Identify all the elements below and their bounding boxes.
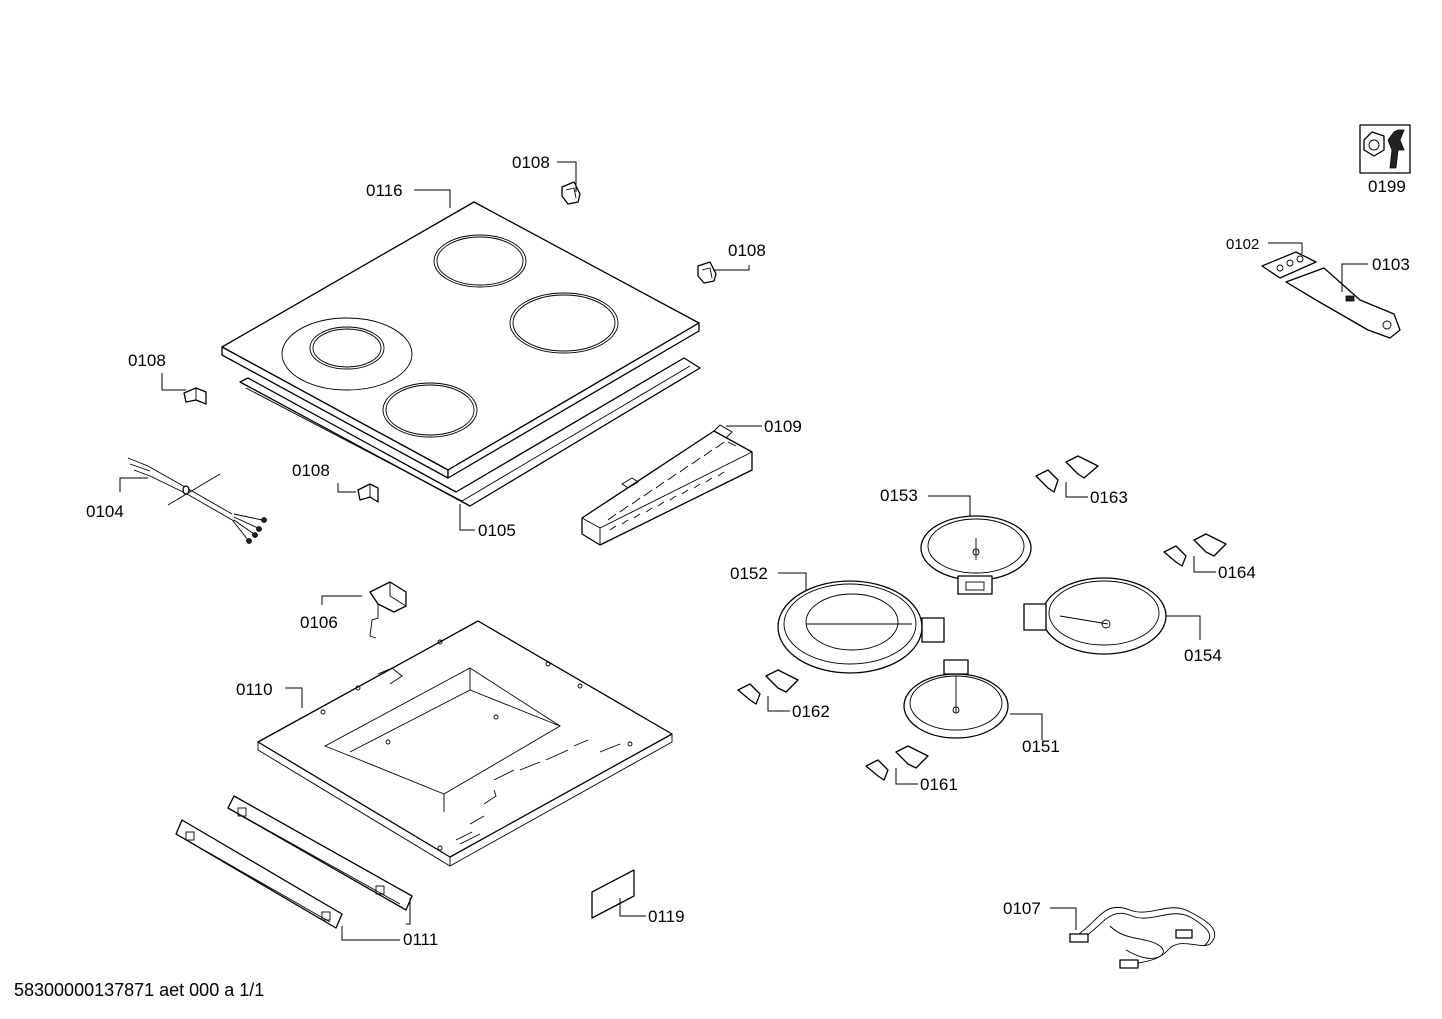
clip-0108-left (183, 387, 207, 405)
clip-0108-right (697, 261, 717, 284)
clamp-0162 (737, 669, 799, 705)
label-0151: 0151 (1022, 737, 1060, 756)
frame-seal (239, 357, 701, 507)
label-0116: 0116 (366, 181, 403, 200)
label-0105: 0105 (478, 521, 516, 540)
label-0199: 0199 (1368, 177, 1406, 196)
label-0163: 0163 (1090, 488, 1128, 507)
label-0108-top: 0108 (512, 153, 550, 172)
heater-0151 (903, 659, 1009, 739)
rating-label (591, 869, 635, 919)
mains-cable (127, 457, 267, 544)
glass-ceramic-top (221, 201, 700, 479)
label-0103: 0103 (1372, 255, 1410, 274)
label-0111: 0111 (403, 930, 438, 949)
control-module (581, 424, 753, 546)
heater-0154 (1023, 577, 1167, 655)
label-0164: 0164 (1218, 563, 1256, 582)
wiring-harness (1069, 906, 1216, 969)
document-footer: 58300000137871 aet 000 a 1/1 (14, 980, 265, 1000)
clip-0108-bottom (357, 483, 379, 503)
bracket (369, 581, 407, 639)
label-0106: 0106 (300, 613, 338, 632)
label-0109: 0109 (764, 417, 802, 436)
heater-0152 (777, 580, 945, 674)
label-0104: 0104 (86, 502, 124, 521)
leader-lines (119, 161, 1368, 941)
label-0161: 0161 (920, 775, 958, 794)
clamp-0161 (865, 745, 929, 781)
label-0152: 0152 (730, 564, 768, 583)
label-0108-right: 0108 (728, 241, 766, 260)
gasket (1261, 251, 1317, 279)
clip-0108-top (561, 181, 581, 205)
label-0102: 0102 (1226, 236, 1259, 253)
heater-0153 (920, 515, 1032, 595)
clamp-0164 (1163, 533, 1227, 567)
label-0162: 0162 (792, 702, 830, 721)
label-0119: 0119 (648, 907, 685, 926)
scraper (1285, 267, 1401, 339)
mounting-rails (175, 795, 413, 929)
label-0108-left: 0108 (128, 351, 166, 370)
label-0154: 0154 (1184, 646, 1222, 665)
label-0153: 0153 (880, 486, 918, 505)
clamp-0163 (1035, 455, 1099, 493)
label-0110: 0110 (236, 680, 273, 699)
wrench-icon (1359, 124, 1411, 174)
label-0108-bottom: 0108 (292, 461, 330, 480)
label-0107: 0107 (1003, 899, 1041, 918)
housing (257, 620, 673, 867)
